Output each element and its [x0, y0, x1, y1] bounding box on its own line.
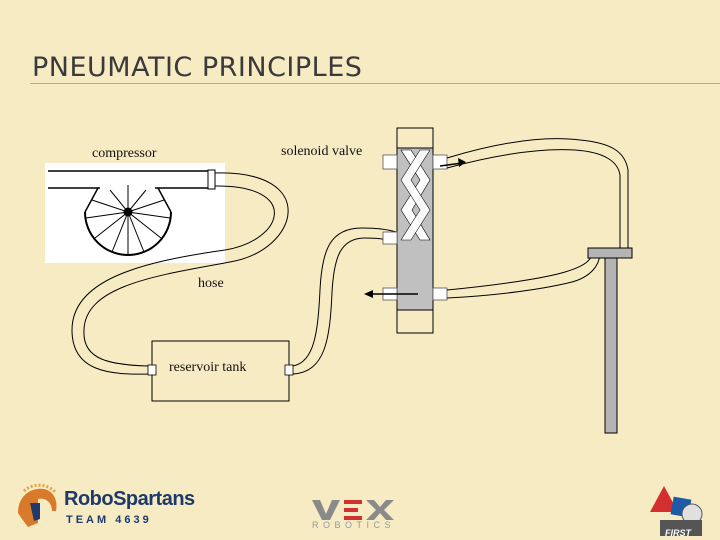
solenoid-valve-label: solenoid valve [281, 144, 363, 159]
pneumatic-cylinder [587, 247, 633, 434]
solenoid-valve [364, 127, 466, 334]
first-name: FIRST [665, 528, 691, 538]
compressor-unit [45, 163, 225, 263]
hose-compressor-to-tank [71, 172, 289, 375]
robospartans-team: TEAM 4639 [66, 514, 152, 526]
vex-subtitle: ROBOTICS [312, 520, 396, 530]
title-divider [30, 83, 720, 84]
hose-tank-to-valve [292, 227, 397, 375]
hose-label: hose [198, 276, 224, 291]
slide-title: PNEUMATIC PRINCIPLES [32, 52, 363, 83]
hose-valve-to-cylinder [446, 138, 629, 299]
robospartans-name: RoboSpartans [64, 488, 195, 510]
compressor-label: compressor [92, 146, 157, 161]
vex-logo-icon [312, 500, 394, 520]
robospartans-helmet-icon [18, 483, 58, 527]
first-logo-icon [650, 486, 703, 536]
reservoir-tank-label: reservoir tank [169, 360, 247, 375]
reservoir-tank [147, 340, 294, 402]
compressor-wheel-spokes [85, 185, 171, 255]
